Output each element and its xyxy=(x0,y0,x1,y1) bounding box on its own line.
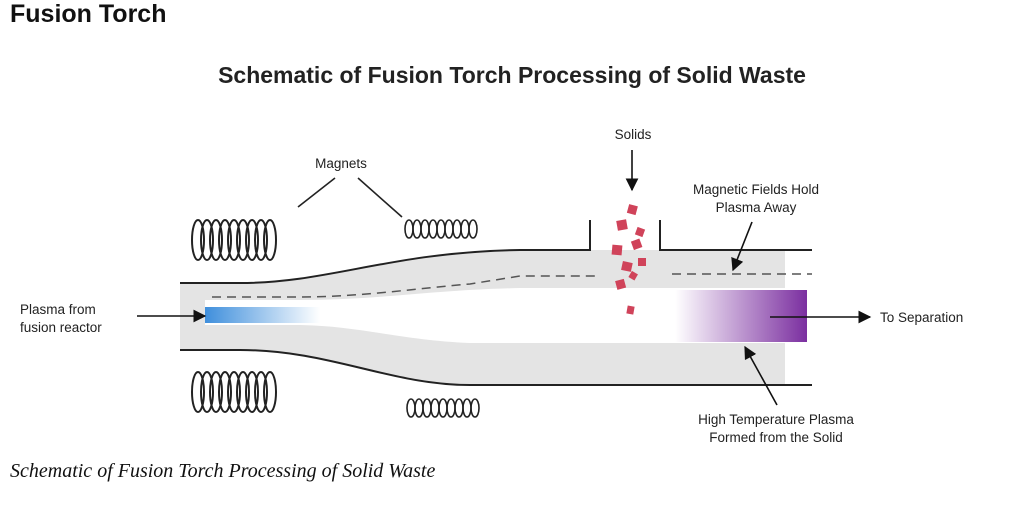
tube-wall-top-right xyxy=(659,220,812,251)
outlet-plasma xyxy=(675,290,807,342)
field-line-inner xyxy=(212,275,600,298)
tube-wall-bottom xyxy=(180,349,812,386)
label-plasma-from-2: fusion reactor xyxy=(20,320,102,335)
figure-caption: Schematic of Fusion Torch Processing of … xyxy=(10,460,436,482)
label-magnets: Magnets xyxy=(315,156,367,171)
label-magnetic-fields-2: Plasma Away xyxy=(716,200,797,215)
label-high-temp-2: Formed from the Solid xyxy=(709,430,843,445)
label-plasma-from-1: Plasma from xyxy=(20,302,96,317)
label-magnetic-fields-1: Magnetic Fields Hold xyxy=(693,182,819,197)
magnet-coil-bottom-left xyxy=(191,371,277,413)
tube-wall-top xyxy=(180,220,591,284)
diagram-title: Schematic of Fusion Torch Processing of … xyxy=(218,62,806,88)
label-to-separation: To Separation xyxy=(880,310,963,325)
solid-particles xyxy=(611,204,646,315)
inlet-plasma xyxy=(205,307,320,323)
magnets-leader-left xyxy=(297,177,336,208)
magnetic-fields-arrow xyxy=(731,221,753,272)
label-high-temp-1: High Temperature Plasma xyxy=(698,412,854,427)
page-title: Fusion Torch xyxy=(10,0,167,28)
magnet-coil-top-middle xyxy=(404,219,478,239)
magnet-coil-bottom-middle xyxy=(406,398,480,418)
plasma-channel xyxy=(205,288,805,343)
magnets-leader-right xyxy=(357,177,403,218)
label-solids: Solids xyxy=(615,127,652,142)
high-temp-arrow xyxy=(744,345,778,406)
magnet-coil-top-left xyxy=(191,219,277,261)
